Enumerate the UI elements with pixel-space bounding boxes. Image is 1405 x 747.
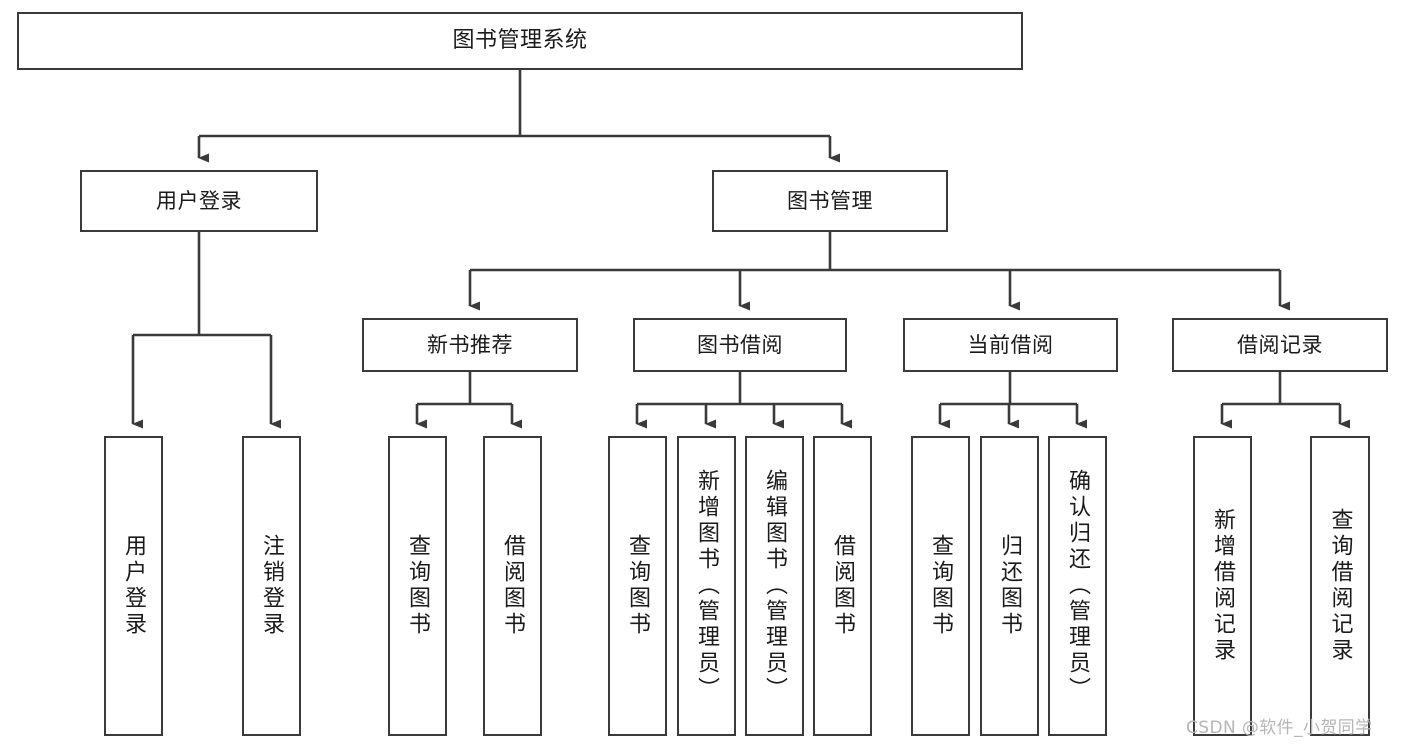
- node-label: 编辑图书（管理员）: [762, 469, 788, 703]
- leaf-query-books-recommend[interactable]: 查询图书: [388, 436, 447, 736]
- leaf-borrow-books[interactable]: 借阅图书: [813, 436, 872, 736]
- node-label: 查询图书: [928, 534, 954, 638]
- node-borrow-records[interactable]: 借阅记录: [1172, 318, 1388, 372]
- node-user-login[interactable]: 用户登录: [80, 170, 318, 232]
- leaf-query-borrow-record[interactable]: 查询借阅记录: [1310, 436, 1370, 736]
- node-label: 新增图书（管理员）: [694, 469, 720, 703]
- node-root[interactable]: 图书管理系统: [17, 12, 1023, 70]
- leaf-user-login[interactable]: 用户登录: [104, 436, 163, 736]
- node-current-borrow[interactable]: 当前借阅: [903, 318, 1118, 372]
- node-book-management[interactable]: 图书管理: [712, 170, 948, 232]
- node-label: 借阅图书: [830, 534, 856, 638]
- leaf-logout[interactable]: 注销登录: [242, 436, 301, 736]
- node-label: 新书推荐: [427, 332, 513, 357]
- node-label: 注销登录: [259, 534, 285, 638]
- node-new-book-recommend[interactable]: 新书推荐: [362, 318, 578, 372]
- node-label: 图书管理: [787, 188, 873, 213]
- node-label: 用户登录: [156, 188, 242, 213]
- leaf-borrow-books-recommend[interactable]: 借阅图书: [483, 436, 542, 736]
- leaf-edit-book-admin[interactable]: 编辑图书（管理员）: [745, 436, 804, 736]
- leaf-query-books-current[interactable]: 查询图书: [911, 436, 970, 736]
- leaf-confirm-return-admin[interactable]: 确认归还（管理员）: [1048, 436, 1107, 736]
- node-label: 图书借阅: [697, 332, 783, 357]
- node-label: 归还图书: [997, 534, 1023, 638]
- node-label: 确认归还（管理员）: [1065, 469, 1091, 703]
- node-label: 用户登录: [121, 534, 147, 638]
- node-label: 新增借阅记录: [1210, 508, 1236, 664]
- leaf-add-borrow-record[interactable]: 新增借阅记录: [1193, 436, 1252, 736]
- node-label: 当前借阅: [967, 332, 1054, 357]
- leaf-return-books[interactable]: 归还图书: [980, 436, 1039, 736]
- node-label: 查询图书: [625, 534, 651, 638]
- leaf-query-books-borrow[interactable]: 查询图书: [608, 436, 667, 736]
- node-label: 图书管理系统: [452, 28, 588, 54]
- node-book-borrow[interactable]: 图书借阅: [633, 318, 847, 372]
- csdn-watermark: CSDN @软件_小贺同学: [1186, 718, 1373, 738]
- node-label: 查询借阅记录: [1327, 508, 1353, 664]
- leaf-add-book-admin[interactable]: 新增图书（管理员）: [677, 436, 736, 736]
- node-label: 借阅记录: [1237, 332, 1323, 357]
- node-label: 查询图书: [405, 534, 431, 638]
- node-label: 借阅图书: [500, 534, 526, 638]
